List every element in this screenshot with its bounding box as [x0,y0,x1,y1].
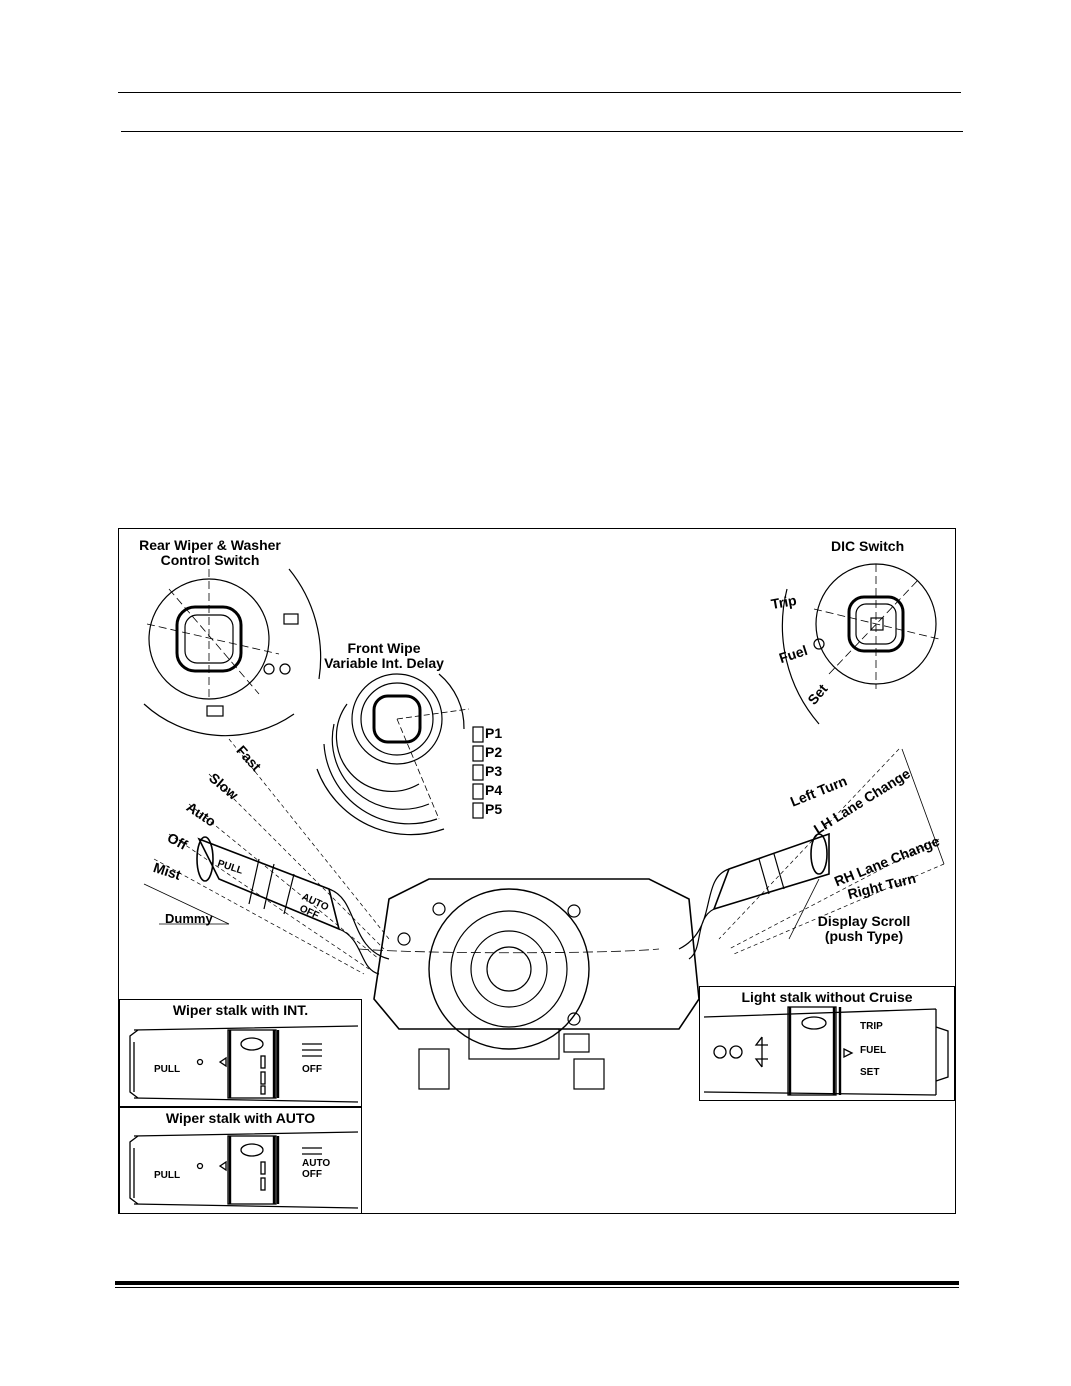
wiper-int-stalk-drawing [129,1025,359,1103]
rear-wiper-knob-drawing [143,568,322,737]
rear-wiper-label: Rear Wiper & Washer Control Switch [135,537,285,569]
switch-line-drawing [143,563,945,1090]
inset-wiper-auto-off: OFF [302,1169,322,1180]
position-label-p4: P4 [485,782,503,798]
light-item-fuel: FUEL [860,1045,887,1056]
inset-wiper-int-off: OFF [302,1064,322,1075]
light-item-set: SET [860,1067,880,1078]
position-label-p5: P5 [485,801,503,817]
light-stalk-inset-drawing [703,1006,949,1096]
steering-column-housing-drawing [358,878,700,1090]
inset-light-stalk-title: Light stalk without Cruise [741,989,913,1005]
footer-rule-thick [115,1281,959,1285]
inset-wiper-int: Wiper stalk with INT. PULL OFF [119,999,362,1107]
inset-wiper-auto-auto: AUTO [302,1158,331,1169]
footer-rule-thin [115,1287,959,1288]
front-wipe-label: Front Wipe Variable Int. Delay [309,640,459,672]
inset-wiper-int-pull: PULL [154,1064,181,1075]
front-wipe-label-line1: Front Wipe [347,640,421,656]
position-label-p1: P1 [485,725,503,741]
position-label-p2: P2 [485,744,503,760]
dic-switch-label: DIC Switch [831,538,905,554]
dic-knob-drawing [781,563,940,725]
wiper-stalk-drawing [143,738,390,975]
inset-light-stalk: Light stalk without Cruise TRIP FUEL SET [699,986,955,1101]
rear-wiper-label-line2: Control Switch [160,552,260,569]
header-rule-bottom [121,131,963,132]
multifunction-switch-diagram: Rear Wiper & Washer Control Switch DIC S… [118,528,956,1214]
display-scroll-label: Display Scroll (push Type) [789,913,939,945]
light-stalk-drawing [678,748,945,960]
position-label-p3: P3 [485,763,503,779]
dummy-label: Dummy [165,911,213,926]
inset-wiper-auto-pull: PULL [154,1170,181,1181]
inset-wiper-int-title: Wiper stalk with INT. [172,1002,309,1018]
display-scroll-line1: Display Scroll [817,913,911,929]
display-scroll-line2: (push Type) [824,928,904,945]
position-boxes [472,726,484,819]
header-rule-top [118,92,961,93]
front-wipe-delay-drawing [316,673,470,836]
front-wipe-label-line2: Variable Int. Delay [324,655,444,672]
inset-wiper-auto-title: Wiper stalk with AUTO [165,1110,316,1126]
wiper-auto-stalk-drawing [129,1131,359,1209]
light-item-trip: TRIP [860,1021,883,1032]
inset-wiper-auto: Wiper stalk with AUTO PULL AUTO OFF [119,1107,362,1214]
rear-wiper-label-line1: Rear Wiper & Washer [139,537,281,553]
